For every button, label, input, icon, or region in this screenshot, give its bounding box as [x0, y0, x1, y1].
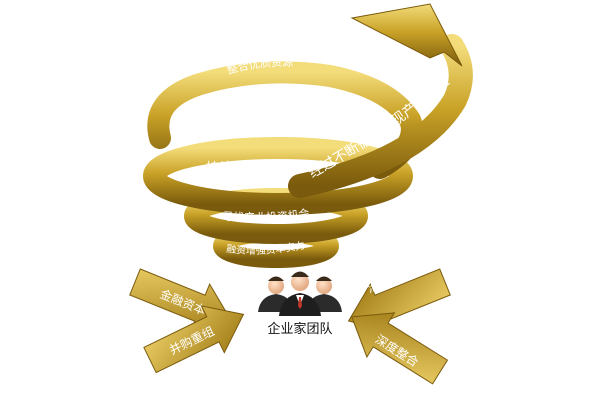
label-seek-investment: 寻找产业投资机会 — [222, 207, 310, 224]
team-label: 企业家团队 — [267, 322, 333, 337]
arrow-deep-integration — [351, 312, 449, 385]
spiral-band-outer — [288, 34, 473, 198]
spiral-body — [143, 3, 473, 268]
business-team-icon — [258, 271, 342, 316]
spiral-band-mid — [143, 137, 413, 215]
label-continuous-management: 持续优化管理 — [206, 161, 284, 176]
spiral-arrowhead — [350, 3, 463, 67]
